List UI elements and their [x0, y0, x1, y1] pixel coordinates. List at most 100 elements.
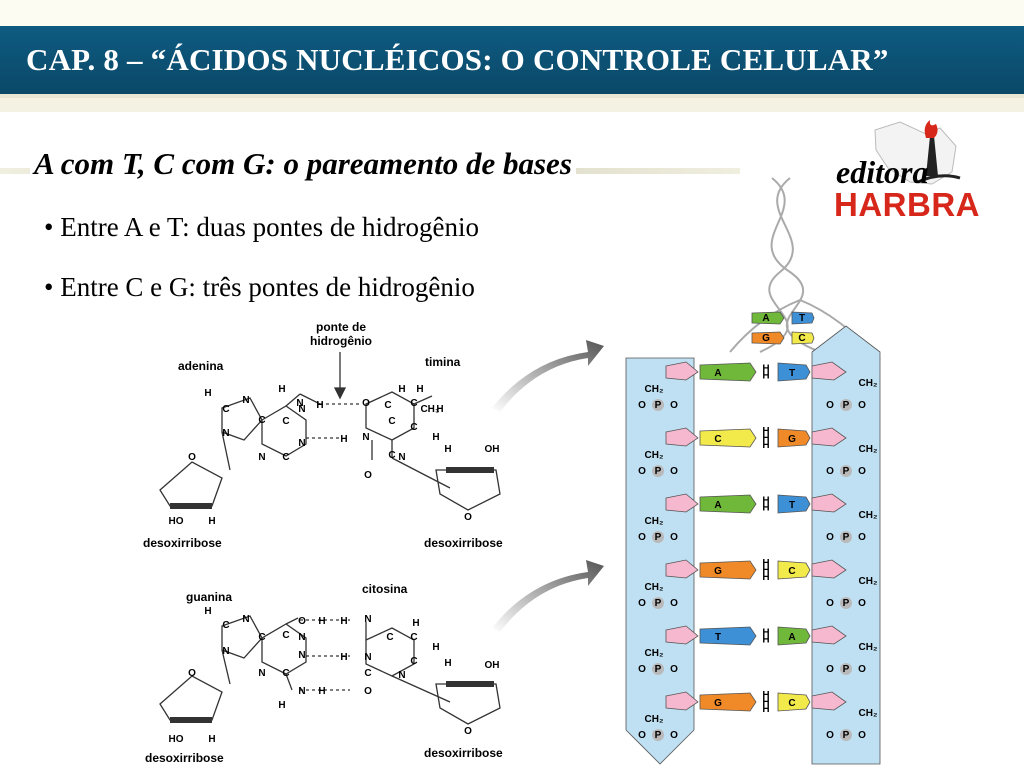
sugar-right-3	[811, 559, 847, 579]
phosphate-left-letter-4: P	[655, 664, 662, 675]
base-letter-right-4: A	[788, 632, 795, 643]
phosphate-right-o1-3: O	[826, 598, 834, 609]
atom-30: H	[208, 516, 215, 527]
atom-22: O	[364, 470, 372, 481]
base-letter-left-0: A	[714, 368, 721, 379]
base-letter-right-1: G	[788, 434, 796, 445]
base-letter-right-5: C	[788, 698, 795, 709]
atom-58: H	[412, 618, 419, 629]
thymine-ring	[365, 391, 415, 441]
phosphate-right-o1-0: O	[826, 400, 834, 411]
h-bond-4-0: H	[762, 628, 769, 639]
helix-base-right-1	[791, 311, 815, 325]
slide-subtitle: A com T, C com G: o pareamento de bases	[30, 146, 576, 182]
thymine-label: timina	[425, 355, 461, 369]
sugar-left-4	[665, 625, 699, 645]
h-bond-1-0: H	[762, 426, 769, 437]
atom-11: H	[278, 384, 285, 395]
phosphate-left-o2-3: O	[670, 598, 678, 609]
atom-43: O	[298, 616, 306, 627]
sugar-right-1	[811, 427, 847, 447]
atom-13: O	[362, 398, 370, 409]
phosphate-left-2	[652, 531, 664, 543]
atom-56: H	[340, 652, 347, 663]
atom-60: O	[188, 668, 196, 679]
adenine-label: adenina	[178, 359, 224, 373]
top-band	[0, 0, 1024, 26]
phosphate-left-o1-5: O	[638, 730, 646, 741]
base-right-2	[777, 494, 811, 514]
phosphate-right-3	[840, 597, 852, 609]
h-bond-3-0: H	[762, 558, 769, 569]
phosphate-right-o1-2: O	[826, 532, 834, 543]
phosphate-left-o1-3: O	[638, 598, 646, 609]
helix-base-left-0	[751, 331, 785, 345]
pointer-arrows	[492, 340, 604, 632]
ch2-right-0: CH₂	[859, 378, 878, 389]
atom-45: H	[278, 700, 285, 711]
ch2-left-0: CH₂	[645, 384, 664, 395]
atom-24: H	[416, 384, 423, 395]
phosphate-right-letter-0: P	[843, 400, 850, 411]
phosphate-right-1	[840, 465, 852, 477]
atom-25: H	[436, 404, 443, 415]
h-bond-2-1: H	[762, 503, 769, 514]
atom-29: HO	[169, 516, 184, 527]
phosphate-left-1	[652, 465, 664, 477]
atom-52: C	[410, 656, 417, 667]
phosphate-left-0	[652, 399, 664, 411]
phosphate-left-o2-4: O	[670, 664, 678, 675]
deoxyribose-label-1: desoxirribose	[143, 536, 222, 550]
helix-letter-right-0: C	[798, 333, 805, 344]
cytosine-label: citosina	[362, 582, 408, 596]
deoxyribose-label-4: desoxirribose	[424, 746, 503, 760]
phosphate-left-o2-2: O	[670, 532, 678, 543]
atom-53: N	[398, 670, 405, 681]
phosphate-right-letter-5: P	[843, 730, 850, 741]
phosphate-right-letter-4: P	[843, 664, 850, 675]
atom-46: N	[298, 686, 305, 697]
sugar-right-2	[811, 493, 847, 513]
h-bond-1-1: H	[762, 433, 769, 444]
helix-letter-left-1: A	[762, 313, 769, 324]
logo-graphic	[874, 120, 961, 185]
atom-47: H	[318, 686, 325, 697]
atom-2: N	[242, 395, 249, 406]
base-letter-left-4: T	[715, 632, 721, 643]
title-bar: CAP. 8 – “ÁCIDOS NUCLÉICOS: O CONTROLE C…	[0, 26, 1024, 98]
atom-55: N	[364, 652, 371, 663]
atom-44: H	[318, 616, 325, 627]
sugar-right-0	[811, 361, 847, 381]
base-letter-right-3: C	[788, 566, 795, 577]
atom-7: N	[298, 438, 305, 449]
phosphate-left-4	[652, 663, 664, 675]
hydrogen-bond-label-line1: ponte de	[316, 320, 366, 334]
h-bond-5-1: H	[762, 697, 769, 708]
atom-9: N	[258, 452, 265, 463]
h-bond-5-0: H	[762, 690, 769, 701]
base-letter-right-2: T	[789, 500, 795, 511]
phosphate-left-o2-1: O	[670, 466, 678, 477]
ch2-right-1: CH₂	[859, 444, 878, 455]
ch2-left-1: CH₂	[645, 450, 664, 461]
ch2-right-2: CH₂	[859, 510, 878, 521]
sugar-left-2	[665, 493, 699, 513]
phosphate-left-letter-0: P	[655, 400, 662, 411]
atom-36: N	[222, 646, 229, 657]
phosphate-right-0	[840, 399, 852, 411]
sugar-right-5	[811, 691, 847, 711]
slide-title: CAP. 8 – “ÁCIDOS NUCLÉICOS: O CONTROLE C…	[26, 42, 889, 77]
atom-3: N	[222, 428, 229, 439]
hydrogen-bond-label: ponte de hidrogênio	[302, 320, 380, 348]
base-left-3	[699, 560, 757, 580]
atom-15: N	[362, 432, 369, 443]
helix-letter-right-1: T	[799, 313, 805, 324]
phosphate-left-o2-0: O	[670, 400, 678, 411]
h-bond-1-2: H	[762, 440, 769, 451]
title-underband	[0, 98, 1024, 112]
ch2-left-4: CH₂	[645, 648, 664, 659]
h-bond-0-1: H	[762, 371, 769, 382]
